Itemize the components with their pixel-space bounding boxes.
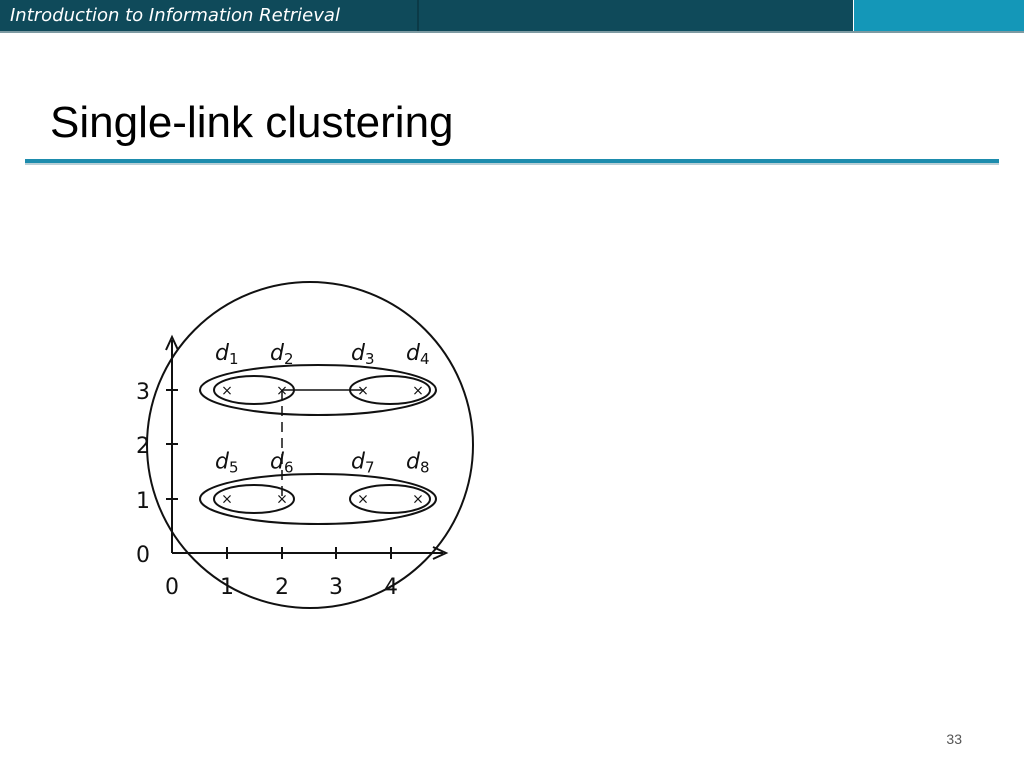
doc-label-d3: d3: [351, 341, 375, 368]
y-tick-label-0: 0: [136, 543, 150, 568]
header-dark-band: [0, 0, 853, 32]
y-tick-label-3: 3: [136, 380, 150, 405]
clustering-diagram: 0 1 2 3 0 1 2 3 4 ×d1×d2×d3×d4×d5×d6×d7×…: [120, 270, 500, 624]
points-layer: × d1 × d2 × d3 × d4 × d5 × d6 × d7 × d8: [215, 341, 430, 508]
header-shadow: [0, 31, 1024, 33]
point-marker-d5: ×: [221, 492, 233, 508]
point-marker-d7: ×: [357, 492, 369, 508]
outer-cluster-circle: [146, 281, 474, 609]
doc-label-d6: d6: [270, 450, 294, 477]
point-marker-d6: ×: [276, 492, 288, 508]
doc-label-d7: d7: [351, 450, 375, 477]
clustering-diagram-svg: 0 1 2 3 0 1 2 3 4 ×d1×d2×d3×d4×d5×d6×d7×…: [136, 281, 474, 609]
header-bar: Introduction to Information Retrieval: [0, 0, 1024, 33]
y-tick-label-1: 1: [136, 489, 150, 514]
point-marker-d2: ×: [276, 383, 288, 399]
course-title: Introduction to Information Retrieval: [10, 5, 340, 26]
page-number: 33: [946, 731, 962, 747]
cluster-ellipse-bottom: [199, 473, 437, 525]
header-accent-band: [854, 0, 1024, 32]
point-marker-d4: ×: [412, 383, 424, 399]
cluster-ellipse-top: [199, 364, 437, 416]
title-underline: [25, 159, 999, 163]
x-tick-label-0: 0: [165, 575, 179, 600]
cluster-ellipse-d7-d8: [349, 484, 431, 514]
doc-label-d5: d5: [215, 450, 239, 477]
doc-label-d4: d4: [406, 341, 430, 368]
x-tick-label-2: 2: [275, 575, 289, 600]
x-tick-label-3: 3: [329, 575, 343, 600]
doc-label-d1: d1: [215, 341, 239, 368]
title-underline-shadow: [25, 163, 999, 165]
doc-label-d8: d8: [406, 450, 430, 477]
point-marker-d1: ×: [221, 383, 233, 399]
slide-title: Single-link clustering: [50, 98, 454, 147]
doc-label-d2: d2: [270, 341, 294, 368]
cluster-ellipse-d5-d6: [213, 484, 295, 514]
point-marker-d8: ×: [412, 492, 424, 508]
x-tick-label-4: 4: [384, 575, 398, 600]
x-tick-label-1: 1: [220, 575, 234, 600]
y-tick-label-2: 2: [136, 434, 150, 459]
header-divider: [417, 0, 419, 32]
point-marker-d3: ×: [357, 383, 369, 399]
y-axis-arrow: [165, 334, 179, 351]
x-axis-arrow: [432, 546, 449, 560]
